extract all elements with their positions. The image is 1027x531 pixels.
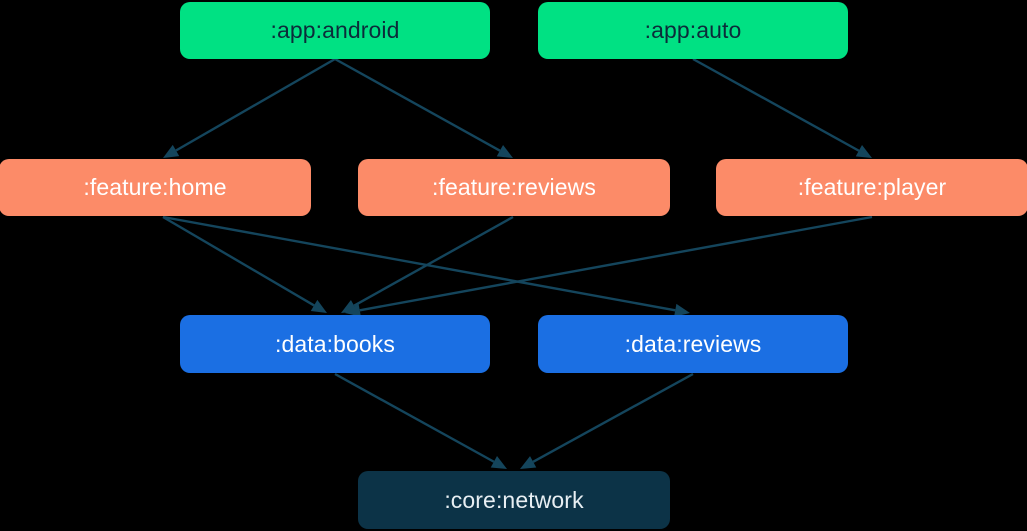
- node-label: :core:network: [444, 486, 584, 513]
- edge-feature-player-to-data-books: [345, 215, 873, 317]
- node-feature-player[interactable]: :feature:player: [716, 159, 1027, 216]
- node-app-android[interactable]: :app:android: [180, 2, 490, 59]
- edge-feature-home-to-data-books: [162, 215, 327, 313]
- arrowhead-icon: [855, 145, 872, 158]
- edge-line: [162, 215, 676, 312]
- edge-line: [334, 372, 495, 463]
- node-feature-reviews[interactable]: :feature:reviews: [358, 159, 670, 216]
- edge-app-android-to-feature-reviews: [334, 57, 513, 158]
- edge-feature-home-to-data-reviews: [162, 215, 690, 317]
- arrowhead-icon: [163, 144, 180, 158]
- node-label: :feature:home: [83, 174, 227, 200]
- arrowhead-icon: [490, 456, 507, 469]
- edge-line: [334, 57, 501, 152]
- node-label: :app:auto: [644, 17, 742, 43]
- node-label: :data:reviews: [624, 330, 762, 357]
- node-label: :app:android: [270, 17, 400, 43]
- arrowhead-icon: [341, 300, 358, 313]
- edge-app-auto-to-feature-player: [692, 57, 872, 158]
- edge-data-reviews-to-core-network: [520, 372, 694, 469]
- node-app-auto[interactable]: :app:auto: [538, 2, 848, 59]
- edge-line: [175, 57, 336, 152]
- edge-line: [532, 372, 694, 463]
- edge-app-android-to-feature-home: [163, 57, 336, 158]
- node-data-books[interactable]: :data:books: [180, 315, 490, 373]
- arrowhead-icon: [496, 145, 513, 158]
- node-label: :data:books: [274, 330, 396, 357]
- edge-line: [162, 215, 315, 307]
- edge-feature-reviews-to-data-books: [341, 215, 514, 313]
- node-label: :feature:reviews: [432, 174, 596, 200]
- edge-line: [692, 57, 860, 152]
- edge-line: [359, 215, 873, 312]
- node-core-network[interactable]: :core:network: [358, 471, 670, 529]
- arrowhead-icon: [520, 456, 537, 469]
- arrowhead-icon: [310, 299, 327, 313]
- node-feature-home[interactable]: :feature:home: [0, 159, 311, 216]
- edge-data-books-to-core-network: [334, 372, 507, 469]
- edge-line: [353, 215, 514, 307]
- node-data-reviews[interactable]: :data:reviews: [538, 315, 848, 373]
- node-label: :feature:player: [797, 174, 947, 200]
